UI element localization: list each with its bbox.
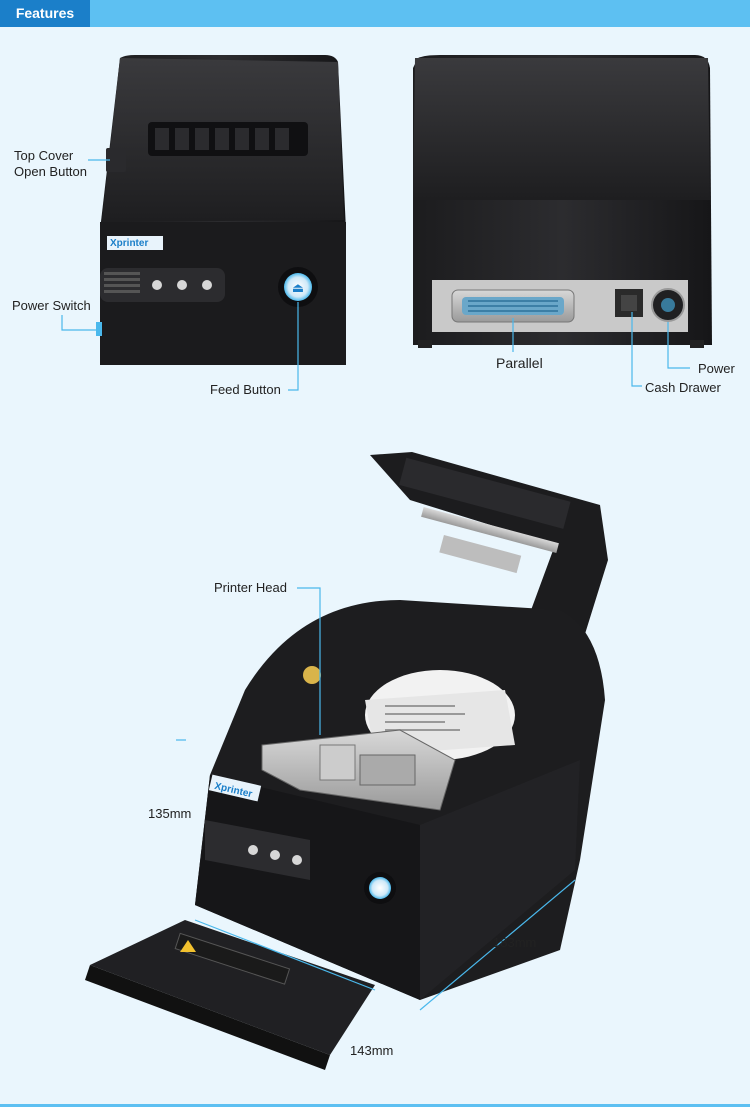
callout-power-switch xyxy=(61,315,96,331)
top-cover-open-button-label: Top Cover Open Button xyxy=(14,148,87,179)
brand-label-front: Xprinter xyxy=(110,238,149,249)
feed-button-label: Feed Button xyxy=(210,382,281,397)
bottom-border xyxy=(0,1104,750,1107)
open-printer-image xyxy=(85,452,608,1070)
parallel-port-label: Parallel xyxy=(496,355,543,371)
power-port-label: Power xyxy=(698,361,735,376)
dimension-depth xyxy=(419,879,576,1011)
back-printer-image xyxy=(413,55,712,348)
features-tab[interactable]: Features xyxy=(0,0,90,27)
callout-cash-drawer xyxy=(631,312,642,387)
cash-drawer-port-label: Cash Drawer xyxy=(645,380,721,395)
callout-printer-head xyxy=(297,587,321,735)
callout-feed-button xyxy=(288,302,299,391)
printer-head-label: Printer Head xyxy=(214,580,287,595)
svg-text:⏏: ⏏ xyxy=(292,281,304,296)
dimension-width xyxy=(194,919,376,991)
power-switch-label: Power Switch xyxy=(12,298,91,313)
callout-power xyxy=(667,322,690,369)
front-printer-image: ⏏ xyxy=(96,55,346,365)
header-bar xyxy=(0,0,750,27)
depth-dimension-label: 183mm xyxy=(493,935,537,950)
height-dimension-label: 135mm xyxy=(148,806,192,821)
callout-lines xyxy=(61,159,690,1011)
width-dimension-label: 143mm xyxy=(350,1043,394,1058)
